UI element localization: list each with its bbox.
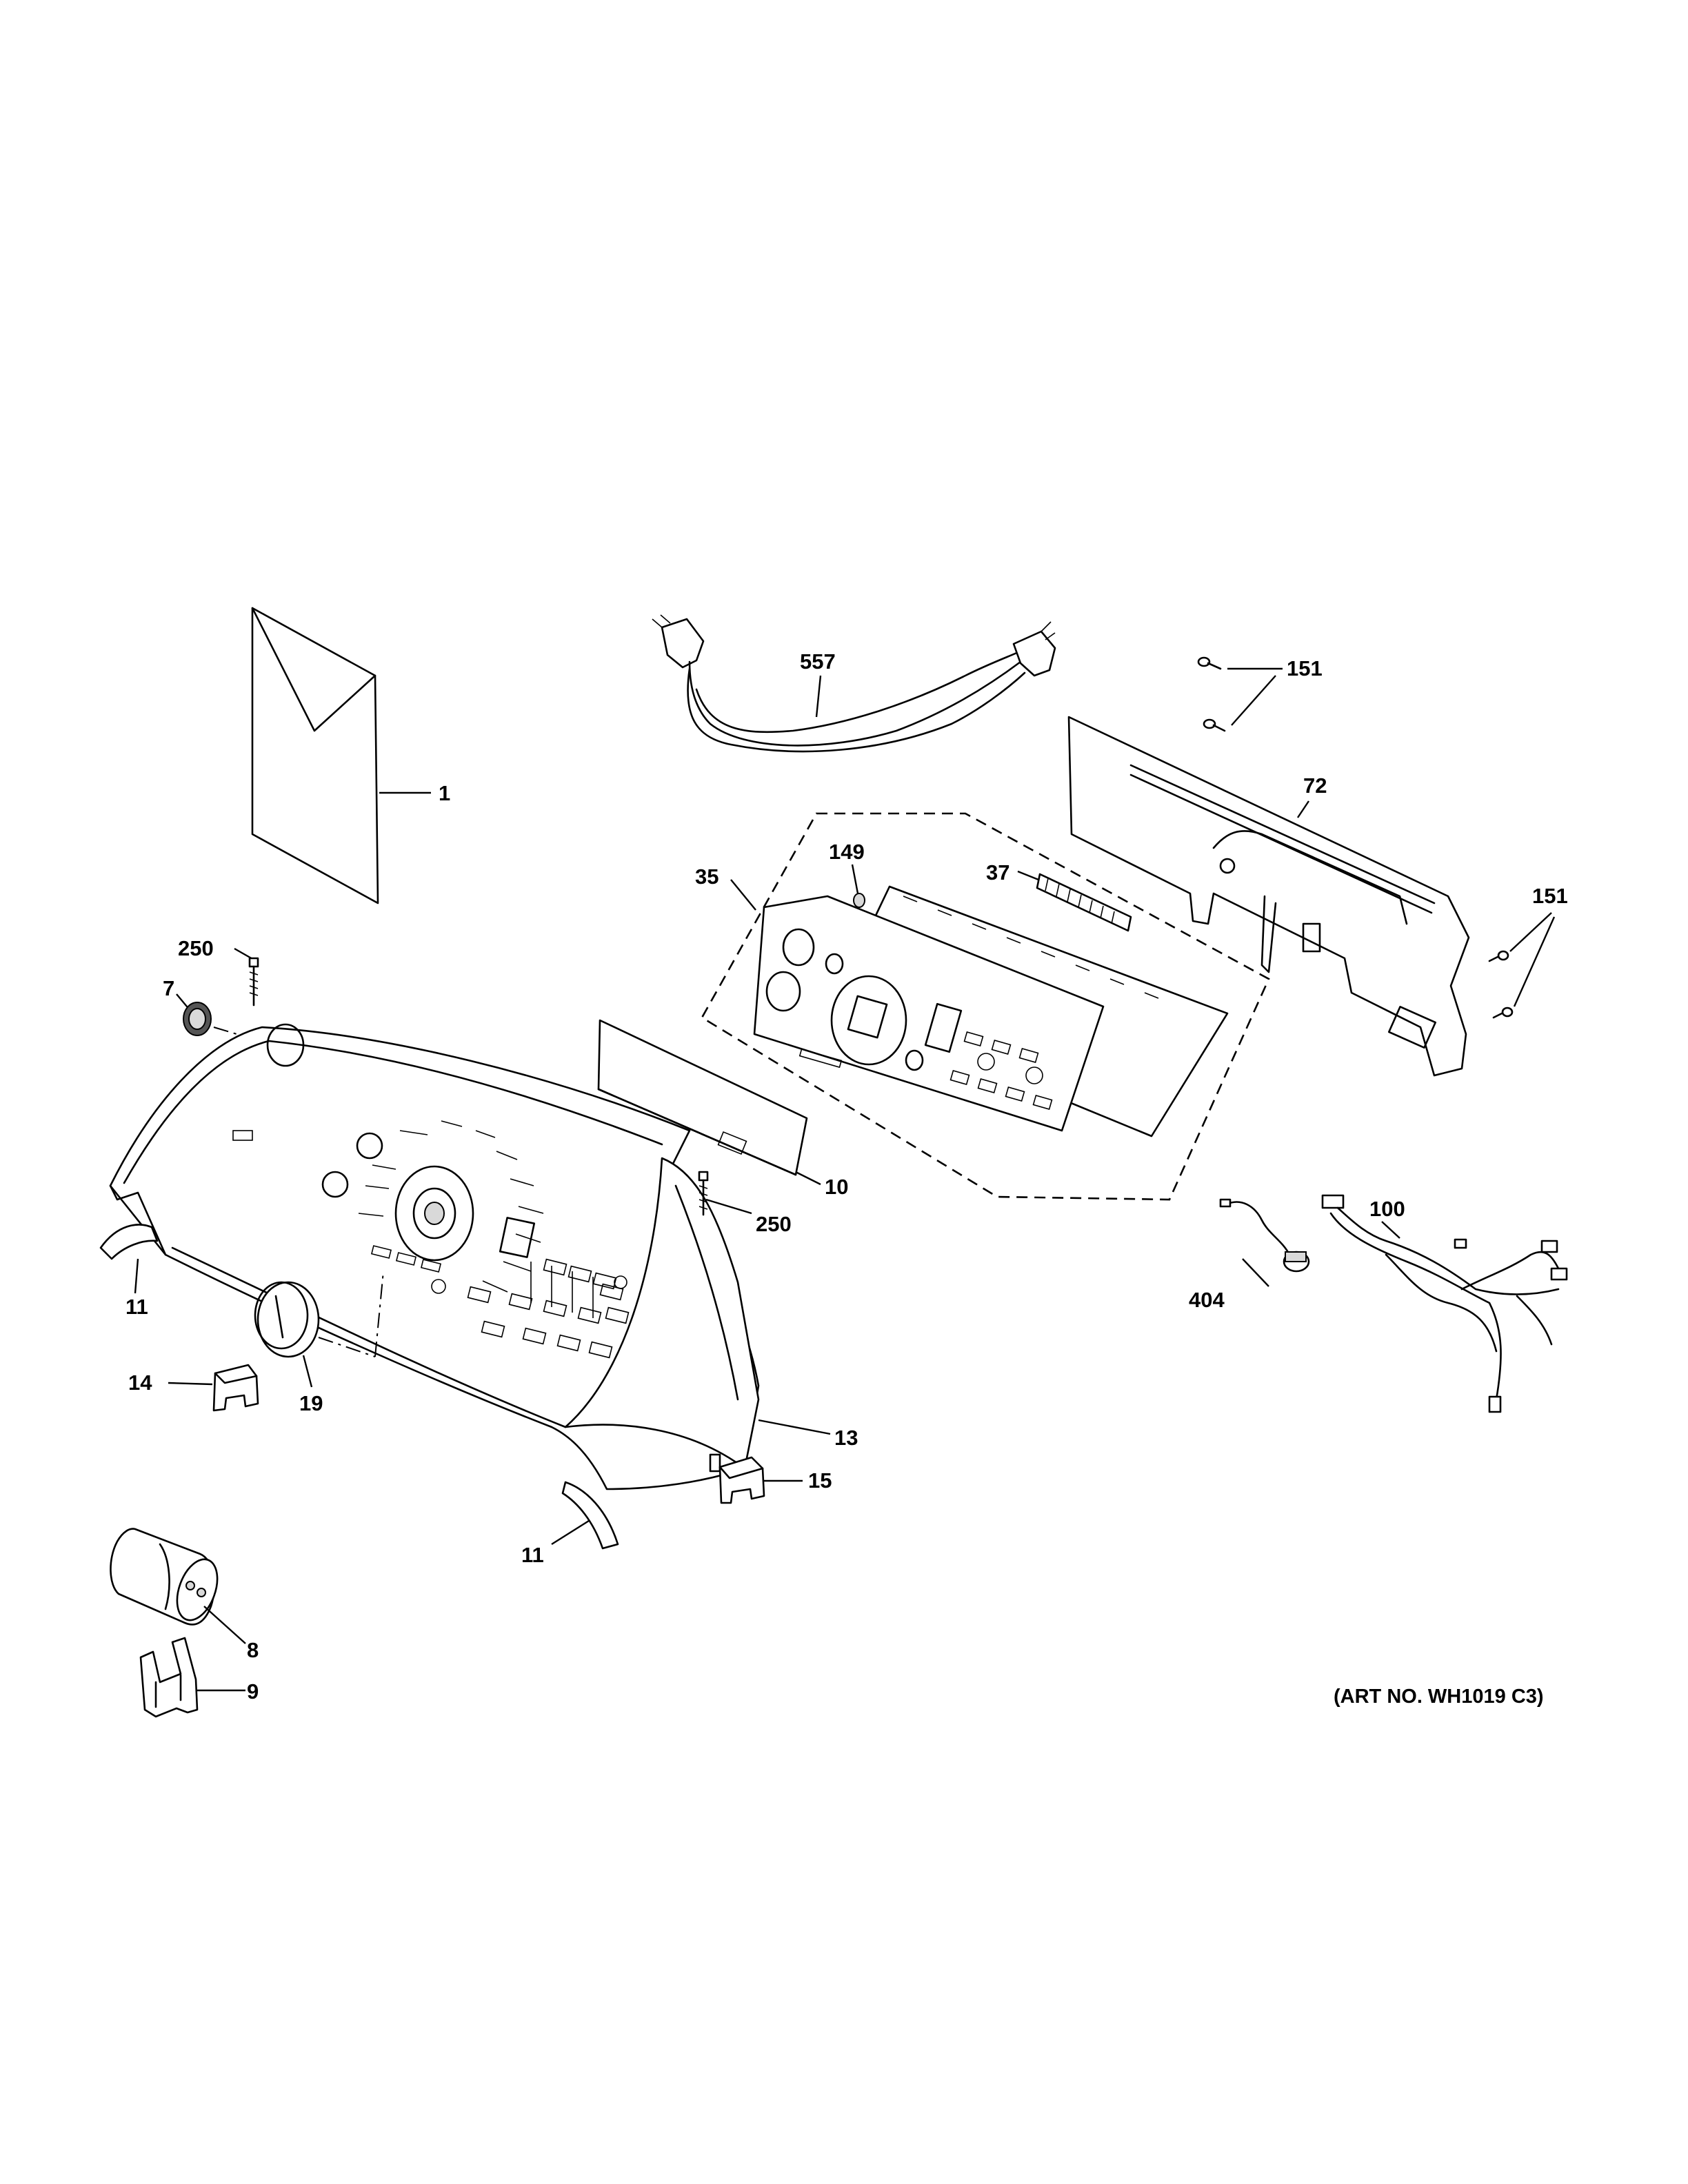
callout-37: 37 <box>986 860 1009 884</box>
part-37-ribbon-cable <box>1017 870 1132 932</box>
art-number: (ART NO. WH1019 C3) <box>1334 1686 1544 1708</box>
callout-14: 14 <box>128 1371 152 1395</box>
callout-7: 7 <box>163 976 174 1000</box>
part-250-screw-lower <box>698 1171 752 1216</box>
part-404-sensor <box>1219 1198 1310 1287</box>
part-1-manual <box>251 607 431 904</box>
part-151-screws-upper <box>1197 656 1283 732</box>
part-13-console <box>109 1023 831 1490</box>
part-9-bracket <box>139 1637 245 1718</box>
callout-250-lower: 250 <box>756 1212 792 1236</box>
part-151-screws-right <box>1488 912 1556 1019</box>
callout-35: 35 <box>695 865 719 889</box>
part-557-power-cord <box>652 614 1056 753</box>
part-14-clip <box>168 1364 259 1412</box>
part-19-knob <box>254 1271 384 1388</box>
callout-100: 100 <box>1369 1197 1405 1221</box>
part-35-control-board <box>701 812 1270 1201</box>
callout-72: 72 <box>1303 774 1327 798</box>
part-15-clip <box>719 1456 803 1504</box>
callout-10: 10 <box>825 1175 848 1199</box>
part-10-cover <box>597 1019 821 1186</box>
callout-1: 1 <box>439 781 450 805</box>
callout-250-upper: 250 <box>178 936 214 960</box>
callout-13: 13 <box>834 1426 858 1450</box>
callout-19: 19 <box>299 1391 323 1415</box>
callout-149: 149 <box>829 840 865 864</box>
callout-11-left: 11 <box>125 1295 148 1319</box>
callout-151-upper: 151 <box>1287 656 1323 680</box>
part-100-wire-harness <box>1321 1194 1568 1413</box>
part-149-spacer <box>851 864 865 908</box>
part-8-capacitor <box>110 1528 246 1644</box>
callout-557: 557 <box>800 649 836 674</box>
part-11-trim-strip-lower <box>551 1481 619 1550</box>
part-11-trim-pad-left <box>99 1224 159 1294</box>
callout-8: 8 <box>247 1638 259 1662</box>
part-250-screw-upper <box>234 947 259 1007</box>
callout-151-right: 151 <box>1532 884 1568 908</box>
part-7-badge <box>176 993 283 1049</box>
callout-15: 15 <box>808 1468 832 1493</box>
callout-9: 9 <box>247 1679 259 1703</box>
callout-11-lower: 11 <box>521 1543 544 1567</box>
callout-labels: 1 250 7 11 14 19 13 15 11 8 9 10 250 35 … <box>125 649 1568 1708</box>
callout-404: 404 <box>1189 1288 1225 1312</box>
part-72-bracket <box>1067 716 1470 1077</box>
